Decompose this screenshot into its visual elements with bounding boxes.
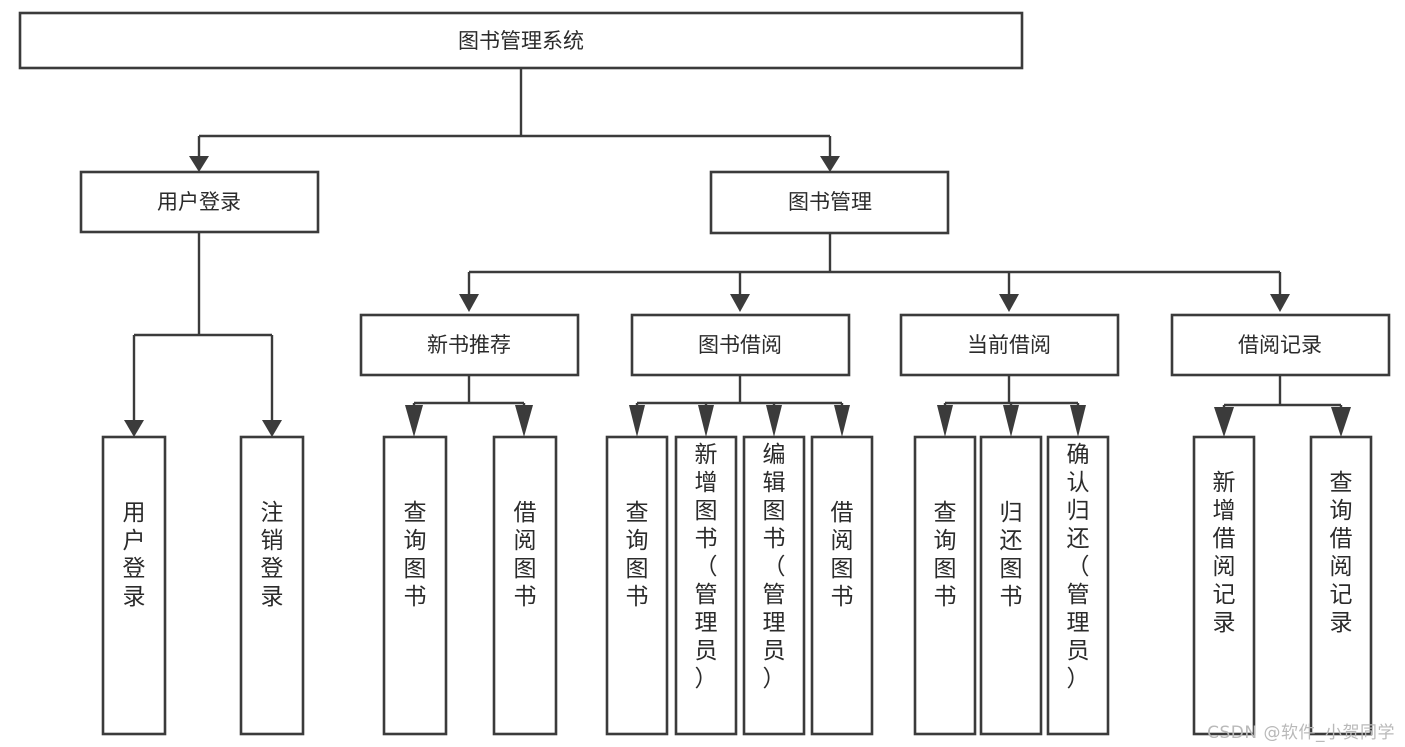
node-new-book-recommend-label: 新书推荐 bbox=[427, 333, 511, 357]
node-book-borrow[interactable]: 图书借阅 bbox=[630, 313, 851, 377]
csdn-watermark: CSDN @软件_小贺同学 bbox=[1207, 723, 1395, 743]
arrow-to-new-book-recommend bbox=[459, 294, 479, 312]
node-book-borrow-label: 图书借阅 bbox=[698, 333, 782, 357]
node-leaf-add-book-label: 新增图书（管理员） bbox=[695, 442, 718, 692]
node-leaf-user-login-label: 用户登录 bbox=[123, 500, 146, 610]
arrow-to-leaf-query-record bbox=[1331, 407, 1351, 437]
node-borrow-record-box[interactable] bbox=[1170, 313, 1391, 377]
arrow-to-leaf-borrow-book-1 bbox=[515, 405, 533, 437]
node-leaf-query-record-box[interactable] bbox=[1309, 435, 1373, 736]
node-leaf-borrow-book-1-box[interactable] bbox=[492, 435, 558, 736]
node-leaf-add-book[interactable]: 新增图书（管理员） bbox=[674, 435, 738, 736]
node-current-borrow-box[interactable] bbox=[899, 313, 1120, 377]
node-leaf-query-record[interactable]: 查询借阅记录 bbox=[1309, 435, 1373, 736]
node-leaf-edit-book[interactable]: 编辑图书（管理员） bbox=[742, 435, 806, 736]
node-new-book-recommend-box[interactable] bbox=[359, 313, 580, 377]
arrow-to-leaf-borrow-book-2 bbox=[834, 405, 850, 437]
node-leaf-add-record-box[interactable] bbox=[1192, 435, 1256, 736]
node-leaf-query-book-3-box[interactable] bbox=[913, 435, 977, 736]
arrow-to-leaf-edit-book bbox=[766, 405, 782, 437]
node-user-login[interactable]: 用户登录 bbox=[79, 170, 320, 234]
node-user-login-box[interactable] bbox=[79, 170, 320, 234]
node-borrow-record[interactable]: 借阅记录 bbox=[1170, 313, 1391, 377]
node-leaf-edit-book-box[interactable] bbox=[742, 435, 806, 736]
node-user-login-label: 用户登录 bbox=[157, 190, 241, 214]
node-leaf-return-book-box[interactable] bbox=[979, 435, 1043, 736]
node-leaf-confirm-return[interactable]: 确认归还（管理员） bbox=[1046, 435, 1110, 736]
node-leaf-borrow-book-1[interactable]: 借阅图书 bbox=[492, 435, 558, 736]
arrow-to-book-manage bbox=[820, 156, 840, 172]
node-leaf-user-logout-box[interactable] bbox=[239, 435, 305, 736]
node-leaf-query-book-3-label: 查询图书 bbox=[934, 500, 957, 610]
node-root[interactable]: 图书管理系统 bbox=[18, 11, 1024, 70]
node-leaf-return-book[interactable]: 归还图书 bbox=[979, 435, 1043, 736]
node-book-manage-box[interactable] bbox=[709, 170, 950, 235]
arrow-to-leaf-query-book-2 bbox=[629, 405, 645, 437]
arrow-to-user-login bbox=[189, 156, 209, 172]
node-leaf-borrow-book-1-label: 借阅图书 bbox=[514, 500, 537, 610]
node-leaf-query-book-1-label: 查询图书 bbox=[404, 500, 427, 610]
node-leaf-user-login-box[interactable] bbox=[101, 435, 167, 736]
node-leaf-add-book-box[interactable] bbox=[674, 435, 738, 736]
arrow-to-leaf-query-book-1 bbox=[405, 405, 423, 437]
node-leaf-borrow-book-2-box[interactable] bbox=[810, 435, 874, 736]
node-leaf-borrow-book-2-label: 借阅图书 bbox=[831, 500, 854, 610]
node-current-borrow-label: 当前借阅 bbox=[967, 333, 1051, 357]
node-new-book-recommend[interactable]: 新书推荐 bbox=[359, 313, 580, 377]
node-leaf-query-book-2-box[interactable] bbox=[605, 435, 669, 736]
node-root-box[interactable] bbox=[18, 11, 1024, 70]
arrow-to-book-borrow bbox=[730, 294, 750, 312]
node-root-label: 图书管理系统 bbox=[458, 29, 584, 53]
node-leaf-user-logout[interactable]: 注销登录 bbox=[239, 435, 305, 736]
arrow-to-leaf-return-book bbox=[1003, 405, 1019, 437]
node-leaf-query-book-3[interactable]: 查询图书 bbox=[913, 435, 977, 736]
arrow-to-leaf-query-book-3 bbox=[937, 405, 953, 437]
node-book-borrow-box[interactable] bbox=[630, 313, 851, 377]
node-leaf-edit-book-label: 编辑图书（管理员） bbox=[763, 442, 786, 692]
node-current-borrow[interactable]: 当前借阅 bbox=[899, 313, 1120, 377]
node-leaf-query-book-2[interactable]: 查询图书 bbox=[605, 435, 669, 736]
arrow-to-leaf-add-book bbox=[698, 405, 714, 437]
node-borrow-record-label: 借阅记录 bbox=[1238, 333, 1322, 357]
node-book-manage-label: 图书管理 bbox=[788, 190, 872, 214]
arrow-to-borrow-record bbox=[1270, 294, 1290, 312]
node-leaf-query-book-1[interactable]: 查询图书 bbox=[382, 435, 448, 736]
node-leaf-add-record-label: 新增借阅记录 bbox=[1213, 470, 1236, 636]
node-leaf-return-book-label: 归还图书 bbox=[1000, 500, 1023, 610]
node-book-manage[interactable]: 图书管理 bbox=[709, 170, 950, 235]
arrow-to-current-borrow bbox=[999, 294, 1019, 312]
arrow-to-leaf-confirm-return bbox=[1070, 405, 1086, 437]
node-leaf-user-login[interactable]: 用户登录 bbox=[101, 435, 167, 736]
node-leaf-confirm-return-box[interactable] bbox=[1046, 435, 1110, 736]
node-leaf-add-record[interactable]: 新增借阅记录 bbox=[1192, 435, 1256, 736]
node-leaf-query-record-label: 查询借阅记录 bbox=[1330, 470, 1353, 636]
node-leaf-query-book-1-box[interactable] bbox=[382, 435, 448, 736]
node-leaf-user-logout-label: 注销登录 bbox=[261, 500, 284, 610]
arrow-to-leaf-user-logout bbox=[262, 420, 282, 437]
node-leaf-confirm-return-label: 确认归还（管理员） bbox=[1067, 442, 1090, 692]
arrowhead-layer bbox=[124, 156, 1351, 437]
arrow-to-leaf-user-login bbox=[124, 420, 144, 437]
node-leaf-borrow-book-2[interactable]: 借阅图书 bbox=[810, 435, 874, 736]
node-leaf-query-book-2-label: 查询图书 bbox=[626, 500, 649, 610]
arrow-to-leaf-add-record bbox=[1214, 407, 1234, 437]
